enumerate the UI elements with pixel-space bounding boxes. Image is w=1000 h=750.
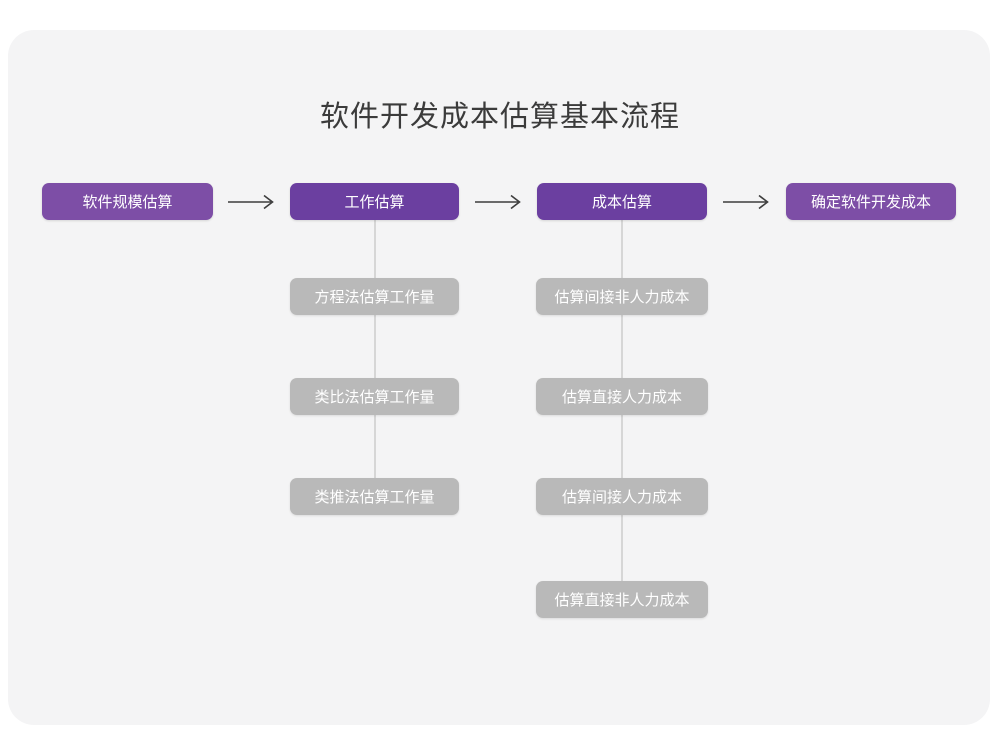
- flow-node-determine-development-cost[interactable]: 确定软件开发成本: [786, 183, 956, 220]
- sub-node-label: 估算间接非人力成本: [554, 289, 690, 306]
- flow-node-label: 工作估算: [344, 194, 405, 211]
- flow-node-label: 软件规模估算: [82, 194, 173, 211]
- sub-node-label: 估算直接人力成本: [561, 389, 682, 406]
- connector-line-work: [374, 212, 376, 504]
- sub-node-cost-3[interactable]: 估算间接人力成本: [536, 478, 708, 515]
- sub-node-work-1[interactable]: 方程法估算工作量: [290, 278, 459, 315]
- sub-node-cost-4[interactable]: 估算直接非人力成本: [536, 581, 708, 618]
- arrow-right-icon-3: [722, 192, 774, 212]
- flow-node-work-estimation[interactable]: 工作估算: [290, 183, 459, 220]
- diagram-card: [8, 30, 990, 725]
- arrow-right-icon-1: [227, 192, 279, 212]
- sub-node-label: 方程法估算工作量: [314, 289, 435, 306]
- page-title: 软件开发成本估算基本流程: [319, 101, 680, 133]
- flow-node-label: 成本估算: [591, 194, 652, 211]
- arrow-right-icon-2: [474, 192, 526, 212]
- sub-node-label: 估算间接人力成本: [561, 489, 682, 506]
- sub-node-label: 类推法估算工作量: [314, 489, 435, 506]
- flow-node-label: 确定软件开发成本: [810, 194, 931, 211]
- sub-node-cost-2[interactable]: 估算直接人力成本: [536, 378, 708, 415]
- sub-node-cost-1[interactable]: 估算间接非人力成本: [536, 278, 708, 315]
- flow-node-cost-estimation[interactable]: 成本估算: [537, 183, 707, 220]
- sub-node-label: 类比法估算工作量: [314, 389, 435, 406]
- sub-node-work-2[interactable]: 类比法估算工作量: [290, 378, 459, 415]
- sub-node-work-3[interactable]: 类推法估算工作量: [290, 478, 459, 515]
- flow-node-software-scale-estimation[interactable]: 软件规模估算: [42, 183, 213, 220]
- sub-node-label: 估算直接非人力成本: [554, 592, 690, 609]
